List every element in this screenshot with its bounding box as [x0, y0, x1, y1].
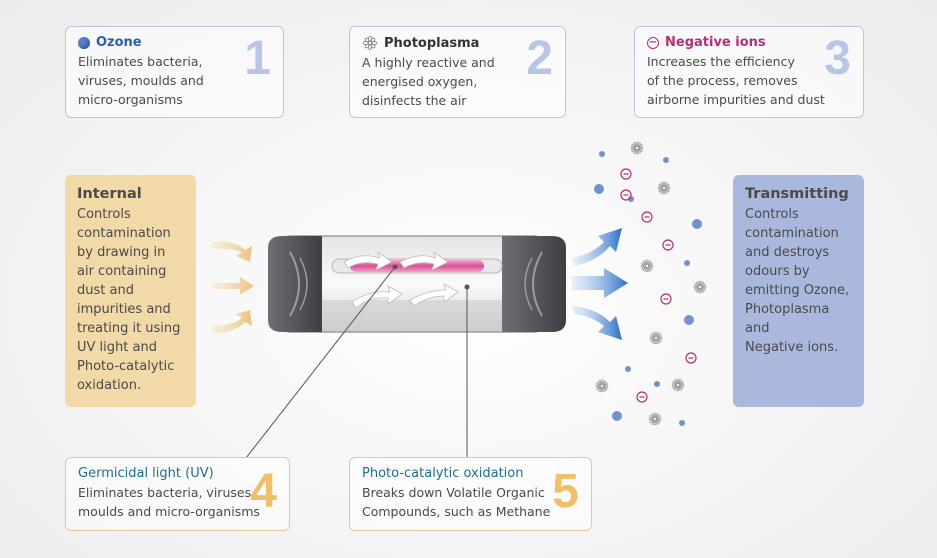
- ozone-particle: [679, 420, 685, 426]
- ozone-particle: [612, 411, 622, 421]
- emitted-particles: [594, 141, 707, 426]
- photocatalytic-description: Breaks down Volatile Organic Compounds, …: [362, 485, 551, 519]
- negative-ion-particle: [685, 352, 697, 364]
- photoplasma-card: Photoplasma A highly reactive and energi…: [349, 26, 566, 118]
- photoplasma-particle: [630, 141, 644, 155]
- negative-ions-title: Negative ions: [665, 35, 766, 50]
- internal-panel: Internal Controls contamination by drawi…: [65, 175, 196, 407]
- output-arrows: [572, 228, 628, 340]
- negative-ions-description: Increases the efficiency of the process,…: [647, 54, 825, 107]
- negative-ion-icon: −: [647, 36, 659, 49]
- negative-ion-particle: [636, 391, 648, 403]
- step-number-3: 3: [824, 32, 851, 85]
- purifier-tube: [268, 235, 566, 333]
- negative-ion-particle: [662, 239, 674, 251]
- photoplasma-flower-icon: [362, 35, 378, 51]
- intake-arrows: [212, 241, 254, 333]
- ozone-description: Eliminates bacteria, viruses, moulds and…: [78, 54, 204, 107]
- ozone-particle: [692, 219, 702, 229]
- ozone-particle: [663, 157, 669, 163]
- step-number-4: 4: [250, 465, 277, 518]
- photocatalytic-card: Photo-catalytic oxidation Breaks down Vo…: [349, 457, 592, 531]
- internal-title: Internal: [77, 186, 142, 202]
- output-arrow-top: [572, 228, 622, 266]
- step-number-1: 1: [244, 32, 271, 85]
- negative-ion-particle: [660, 293, 672, 305]
- ozone-particle: [628, 196, 634, 202]
- intake-arrow-bottom: [212, 310, 252, 333]
- ozone-card: Ozone Eliminates bacteria, viruses, moul…: [65, 26, 284, 118]
- intake-arrow-middle: [212, 277, 254, 295]
- output-arrow-bottom: [572, 306, 622, 340]
- photoplasma-particle: [595, 379, 609, 393]
- transmitting-title: Transmitting: [745, 186, 849, 202]
- negative-ions-card: − Negative ions Increases the efficiency…: [634, 26, 864, 118]
- photoplasma-particle: [657, 181, 671, 195]
- ozone-particle: [654, 381, 660, 387]
- step-number-5: 5: [552, 465, 579, 518]
- photoplasma-description: A highly reactive and energised oxygen, …: [362, 55, 495, 108]
- ozone-particle: [625, 366, 631, 372]
- uv-leader-line: [245, 266, 396, 459]
- ozone-particle: [684, 315, 694, 325]
- photocatalytic-title: Photo-catalytic oxidation: [362, 466, 524, 481]
- photoplasma-title: Photoplasma: [384, 35, 480, 51]
- transmitting-panel: Transmitting Controls contamination and …: [733, 175, 864, 407]
- transmitting-description: Controls contamination and destroys odou…: [745, 207, 850, 355]
- intake-arrow-top: [212, 241, 252, 262]
- photoplasma-particle: [671, 378, 685, 392]
- photoplasma-particle: [640, 259, 654, 273]
- left-end-cap: [268, 236, 322, 332]
- negative-ion-particle: [620, 189, 632, 201]
- photoplasma-particle: [648, 412, 662, 426]
- negative-ion-particle: [641, 211, 653, 223]
- ozone-particle: [684, 260, 690, 266]
- internal-description: Controls contamination by drawing in air…: [77, 207, 181, 393]
- germicidal-uv-title: Germicidal light (UV): [78, 466, 214, 481]
- step-number-2: 2: [526, 32, 553, 85]
- output-arrow-middle: [572, 268, 628, 298]
- negative-ion-particle: [620, 168, 632, 180]
- germicidal-uv-card: Germicidal light (UV) Eliminates bacteri…: [65, 457, 290, 531]
- photoplasma-particle: [649, 331, 663, 345]
- ozone-title: Ozone: [96, 35, 142, 50]
- ozone-particle: [594, 184, 604, 194]
- ozone-particle: [599, 151, 605, 157]
- photoplasma-particle: [693, 280, 707, 294]
- germicidal-uv-description: Eliminates bacteria, viruses, moulds and…: [78, 485, 260, 519]
- ozone-sphere-icon: [78, 36, 90, 49]
